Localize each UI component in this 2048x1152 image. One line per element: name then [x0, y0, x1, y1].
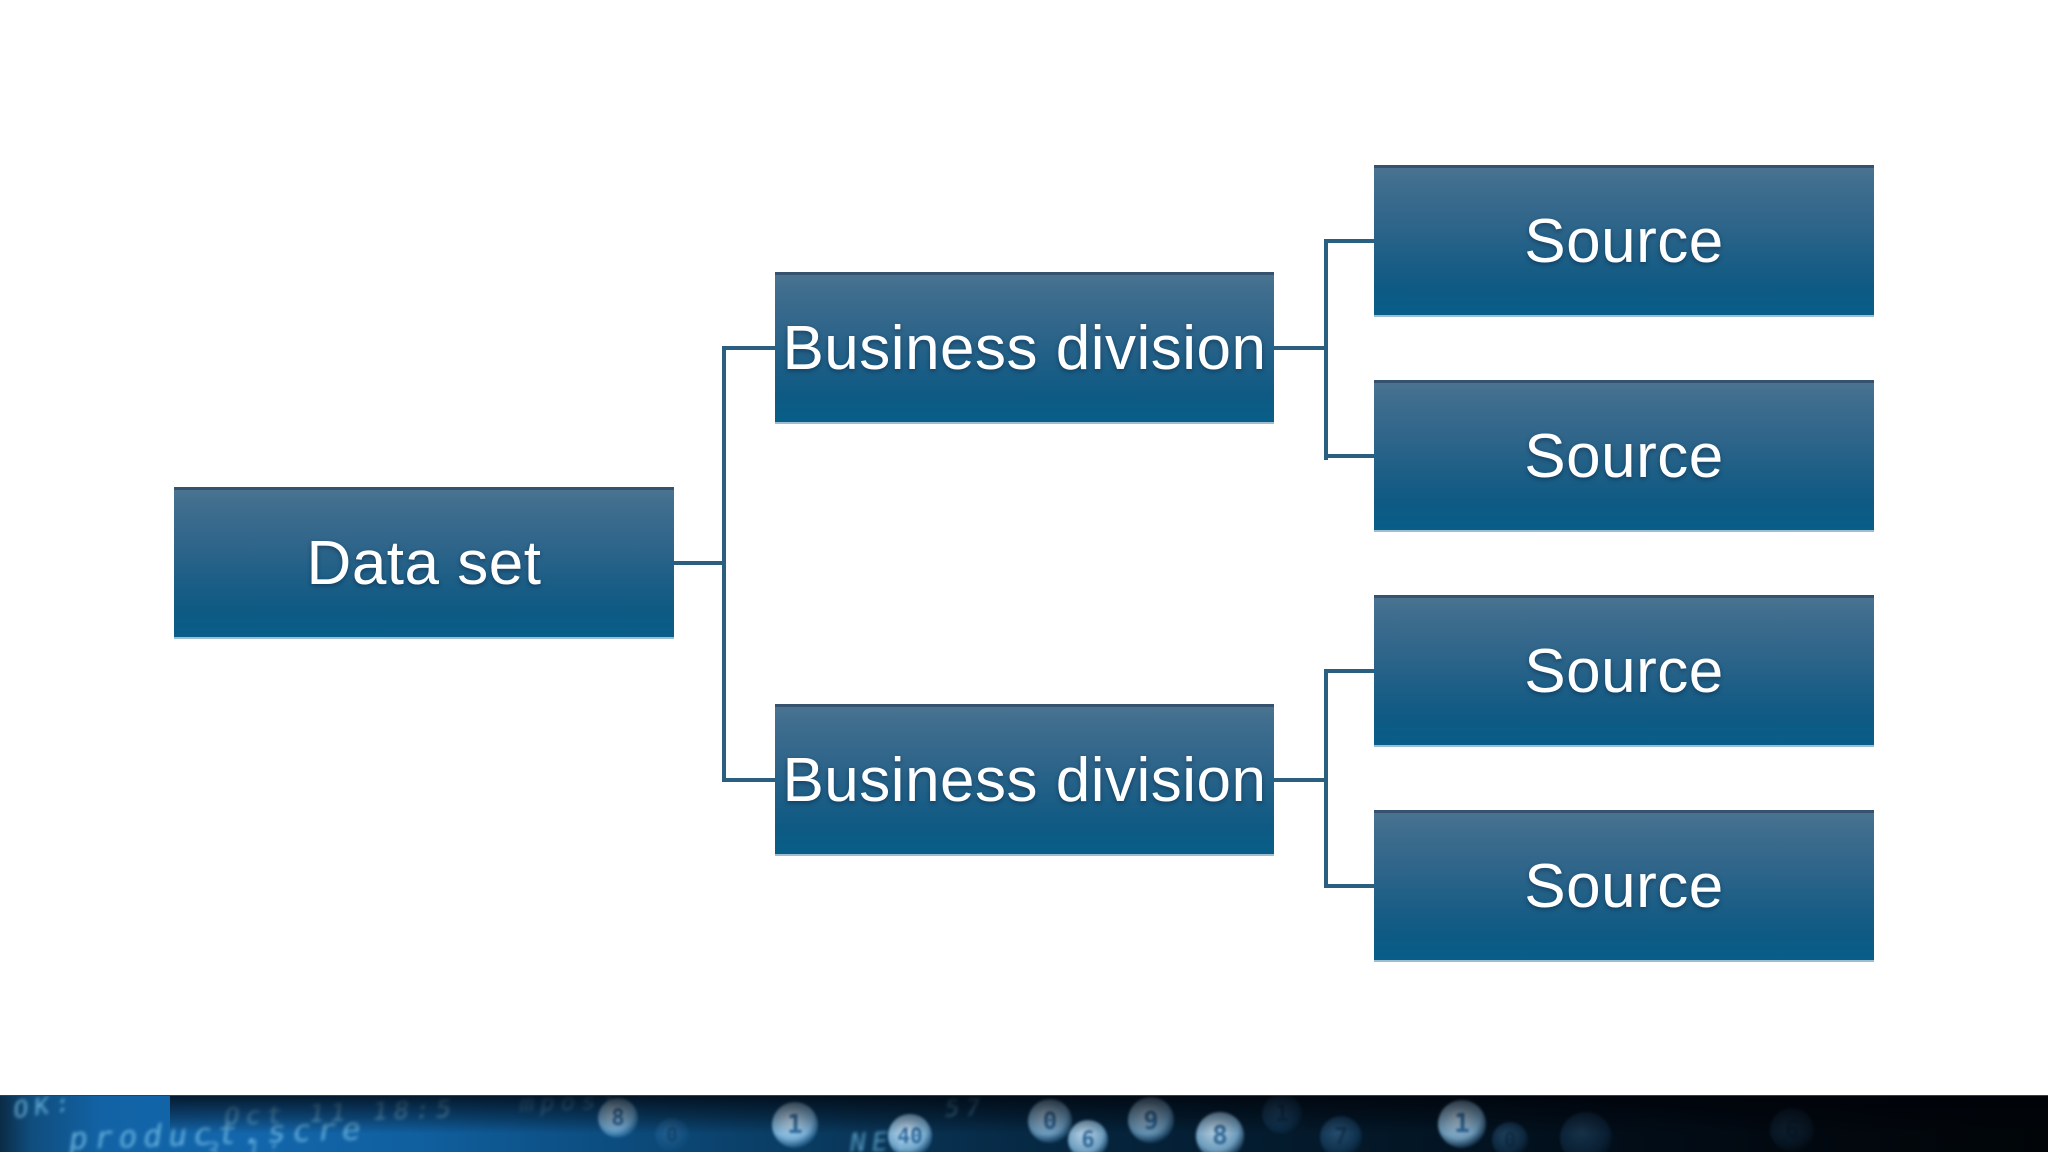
connector-line	[1274, 778, 1328, 782]
connector-line	[722, 346, 775, 350]
source-node-2: Source	[1374, 380, 1874, 532]
connector-line	[722, 778, 775, 782]
source-node-3: Source	[1374, 595, 1874, 747]
node-label: Source	[1524, 421, 1724, 491]
dataset-node: Data set	[174, 487, 674, 639]
connector-line	[1324, 239, 1374, 243]
node-label: Source	[1524, 636, 1724, 706]
business-division-node-2: Business division	[775, 704, 1274, 856]
connector-line	[674, 561, 726, 565]
connector-line	[1324, 669, 1328, 888]
node-label: Source	[1524, 851, 1724, 921]
connector-line	[1324, 454, 1374, 458]
business-division-node-1: Business division	[775, 272, 1274, 424]
connector-line	[1274, 346, 1328, 350]
footer-top-shade	[170, 1096, 2048, 1152]
connector-line	[1324, 669, 1374, 673]
connector-line	[1324, 239, 1328, 460]
node-label: Data set	[306, 528, 542, 598]
source-node-1: Source	[1374, 165, 1874, 317]
source-node-4: Source	[1374, 810, 1874, 962]
node-label: Business division	[782, 313, 1267, 383]
node-label: Business division	[782, 745, 1267, 815]
code-text-fragment: OK:	[13, 1095, 77, 1125]
footer-code-image: OK: Oct 11 18:5 mposi product.scre 3.1: …	[0, 1095, 2048, 1152]
connector-line	[1324, 884, 1374, 888]
node-label: Source	[1524, 206, 1724, 276]
connector-line	[722, 346, 726, 782]
